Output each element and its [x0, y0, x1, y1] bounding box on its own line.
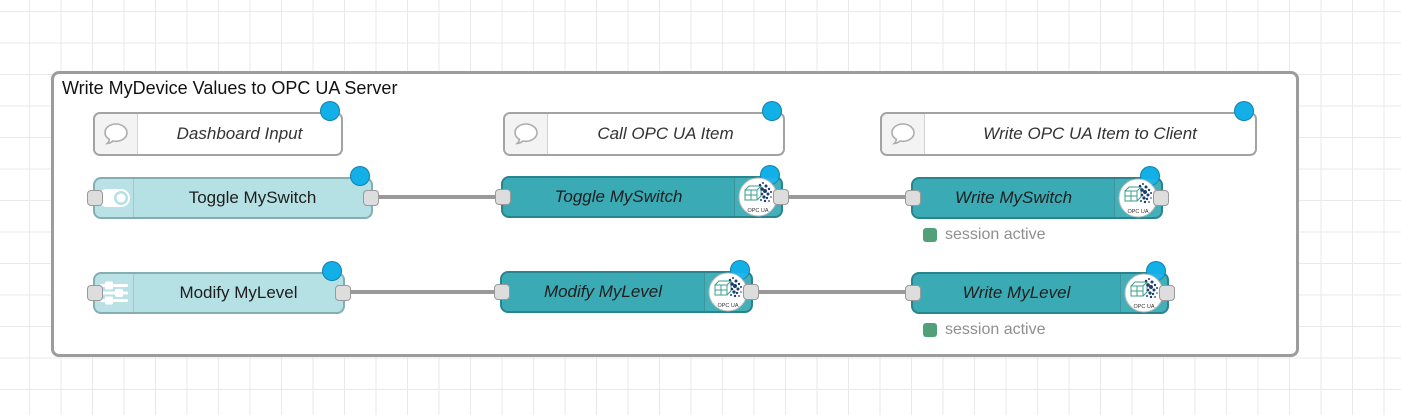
node-label: Modify MyLevel [543, 282, 663, 301]
group-title: Write MyDevice Values to OPC UA Server [62, 78, 398, 98]
opcua-icon-label: OPC UA [1133, 304, 1154, 310]
input-port[interactable] [495, 189, 511, 205]
input-port[interactable] [905, 285, 921, 301]
node-modify-mylevel-dashboard[interactable]: Modify MyLevel [87, 261, 351, 314]
changed-badge [322, 261, 342, 281]
input-port[interactable] [905, 190, 921, 206]
node-label: Toggle MySwitch [188, 188, 317, 207]
node-label: Modify MyLevel [179, 283, 298, 302]
opcua-icon-label: OPC UA [717, 303, 738, 309]
wire[interactable] [373, 195, 501, 199]
output-port[interactable] [1153, 190, 1169, 206]
toggle-switch-icon [95, 179, 134, 217]
status-text: session active [945, 226, 1046, 243]
opcua-icon: OPC UA [1120, 273, 1167, 313]
changed-badge [350, 166, 370, 186]
input-port[interactable] [494, 284, 510, 300]
node-modify-mylevel-opcua[interactable]: Modify MyLevel OPC UA [494, 260, 759, 313]
wire[interactable] [753, 290, 911, 294]
comment-bubble-icon [95, 114, 138, 154]
status-dot-icon [923, 228, 937, 242]
comment-label: Dashboard Input [176, 124, 303, 143]
node-label: Toggle MySwitch [554, 187, 683, 206]
comment-label: Call OPC UA Item [597, 124, 734, 143]
output-port[interactable] [773, 189, 789, 205]
changed-badge [762, 101, 782, 121]
status-dot-icon [923, 323, 937, 337]
opcua-icon-label: OPC UA [747, 208, 768, 214]
wire[interactable] [345, 290, 500, 294]
node-status: session active [923, 226, 1046, 244]
changed-badge [320, 101, 340, 121]
node-toggle-myswitch-opcua[interactable]: Toggle MySwitch OPC UA [495, 165, 789, 218]
node-toggle-myswitch-dashboard[interactable]: Toggle MySwitch [87, 166, 379, 219]
output-port[interactable] [1159, 285, 1175, 301]
comment-label: Write OPC UA Item to Client [983, 124, 1197, 143]
comment-node-write-opcua-item[interactable]: Write OPC UA Item to Client [880, 101, 1257, 156]
changed-badge [1234, 101, 1254, 121]
output-port[interactable] [743, 284, 759, 300]
status-text: session active [945, 321, 1046, 338]
node-status: session active [923, 321, 1046, 339]
comment-node-call-opcua-item[interactable]: Call OPC UA Item [503, 101, 785, 156]
node-write-mylevel[interactable]: Write MyLevel OPC UA session active [905, 261, 1175, 338]
wire[interactable] [783, 195, 911, 199]
output-port[interactable] [335, 285, 351, 301]
input-port[interactable] [87, 190, 103, 206]
node-label: Write MyLevel [962, 283, 1071, 302]
opcua-icon-label: OPC UA [1127, 209, 1148, 215]
node-label: Write MySwitch [954, 188, 1073, 207]
node-write-myswitch[interactable]: Write MySwitch OPC UA session active [905, 166, 1169, 243]
output-port[interactable] [363, 190, 379, 206]
opcua-icon: OPC UA [1114, 178, 1161, 218]
comment-node-dashboard-input[interactable]: Dashboard Input [93, 101, 343, 156]
input-port[interactable] [87, 285, 103, 301]
comment-bubble-icon [505, 114, 548, 154]
comment-bubble-icon [882, 114, 925, 154]
